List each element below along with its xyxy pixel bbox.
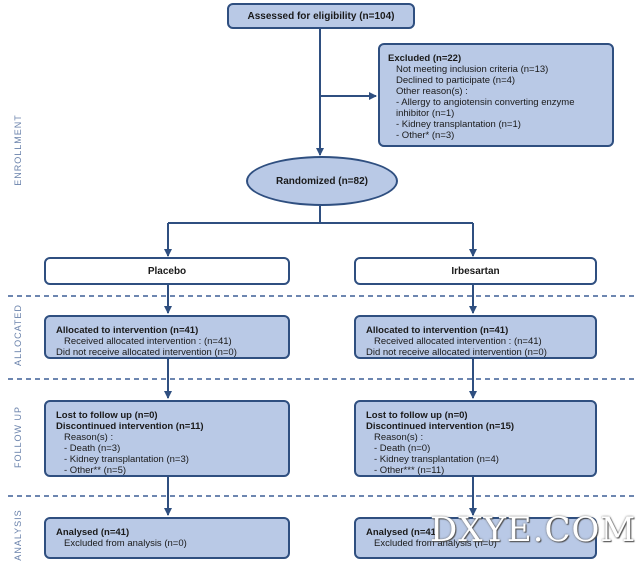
phase-label-allocated: ALLOCATED bbox=[13, 304, 23, 366]
excluded-from-analysis: Excluded from analysis (n=0) bbox=[374, 538, 497, 549]
phase-label-followup: FOLLOW UP bbox=[13, 406, 23, 469]
arm-name: Placebo bbox=[147, 265, 187, 277]
allocated-box-placebo: Allocated to intervention (n=41) Receive… bbox=[44, 315, 290, 359]
allocated-box-irbesartan: Allocated to intervention (n=41) Receive… bbox=[354, 315, 597, 359]
allocated-title: Allocated to intervention (n=41) bbox=[56, 325, 199, 336]
excluded-line: - Allergy to angiotensin converting enzy… bbox=[396, 97, 575, 108]
arm-name: Irbesartan bbox=[451, 265, 500, 277]
randomized-node: Randomized (n=82) bbox=[246, 156, 398, 206]
phase-label-enrollment: ENROLLMENT bbox=[13, 114, 23, 186]
excluded-title: Excluded (n=22) bbox=[388, 53, 462, 64]
excluded-line: - Kidney transplantation (n=1) bbox=[396, 119, 521, 130]
excluded-line: - Other* (n=3) bbox=[396, 130, 455, 141]
reasons-label: Reason(s) : bbox=[64, 432, 114, 443]
phase-label-analysis: ANALYSIS bbox=[13, 509, 23, 561]
discontinued-intervention: Discontinued intervention (n=11) bbox=[56, 421, 204, 432]
reason-item: - Kidney transplantation (n=4) bbox=[374, 454, 499, 465]
excluded-box: Excluded (n=22) Not meeting inclusion cr… bbox=[378, 43, 614, 147]
followup-box-placebo: Lost to follow up (n=0) Discontinued int… bbox=[44, 400, 290, 477]
excluded-line: Declined to participate (n=4) bbox=[396, 75, 516, 86]
allocated-title: Allocated to intervention (n=41) bbox=[366, 325, 509, 336]
reasons-label: Reason(s) : bbox=[374, 432, 424, 443]
lost-to-followup: Lost to follow up (n=0) bbox=[56, 410, 158, 421]
randomized-label: Randomized (n=82) bbox=[276, 175, 368, 187]
watermark: DXYE.COM bbox=[430, 510, 637, 550]
excluded-line: Not meeting inclusion criteria (n=13) bbox=[396, 64, 549, 75]
reason-item: - Kidney transplantation (n=3) bbox=[64, 454, 189, 465]
arm-box-placebo: Placebo bbox=[44, 257, 290, 285]
analysis-box-irbesartan: Analysed (n=41) Excluded from analysis (… bbox=[354, 517, 597, 559]
discontinued-intervention: Discontinued intervention (n=15) bbox=[366, 421, 515, 432]
assessed-label: Assessed for eligibility (n=104) bbox=[247, 10, 395, 22]
allocated-line: Received allocated intervention : (n=41) bbox=[64, 336, 232, 347]
allocated-line: Did not receive allocated intervention (… bbox=[366, 347, 547, 358]
allocated-line: Did not receive allocated intervention (… bbox=[56, 347, 237, 358]
reason-item: - Death (n=3) bbox=[64, 443, 121, 454]
reason-item: - Other** (n=5) bbox=[64, 465, 127, 476]
allocated-line: Received allocated intervention : (n=41) bbox=[374, 336, 542, 347]
analysis-box-placebo: Analysed (n=41) Excluded from analysis (… bbox=[44, 517, 290, 559]
excluded-line: Other reason(s) : bbox=[396, 86, 468, 97]
excluded-line: inhibitor (n=1) bbox=[396, 108, 455, 119]
followup-box-irbesartan: Lost to follow up (n=0) Discontinued int… bbox=[354, 400, 597, 477]
excluded-from-analysis: Excluded from analysis (n=0) bbox=[64, 538, 187, 549]
reason-item: - Death (n=0) bbox=[374, 443, 431, 454]
assessed-box: Assessed for eligibility (n=104) bbox=[227, 3, 415, 29]
lost-to-followup: Lost to follow up (n=0) bbox=[366, 410, 468, 421]
arm-box-irbesartan: Irbesartan bbox=[354, 257, 597, 285]
reason-item: - Other*** (n=11) bbox=[374, 465, 445, 476]
analysed-count: Analysed (n=41) bbox=[56, 527, 130, 538]
analysed-count: Analysed (n=41) bbox=[366, 527, 440, 538]
